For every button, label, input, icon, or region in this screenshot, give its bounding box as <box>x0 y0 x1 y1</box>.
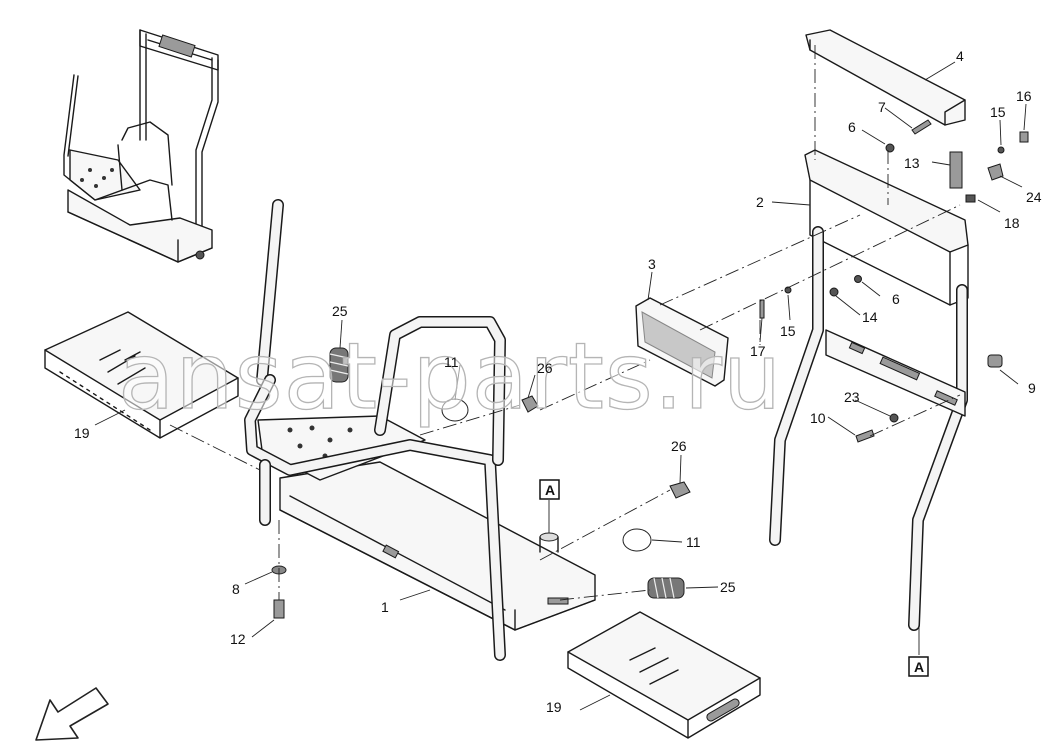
washer-23 <box>889 413 899 423</box>
callout-24: 24 <box>1026 189 1042 205</box>
callout-19-lower: 19 <box>546 699 562 715</box>
bolt-7 <box>911 119 932 135</box>
svg-text:A: A <box>914 659 924 675</box>
leader-lines <box>94 61 1027 711</box>
callout-11-top: 11 <box>444 354 459 370</box>
callout-9: 9 <box>1028 380 1036 396</box>
backrest-panel <box>804 149 969 253</box>
bolt-17 <box>759 299 765 319</box>
washer-15-top <box>997 146 1005 154</box>
callout-10: 10 <box>810 410 826 426</box>
washer-6-mid <box>854 275 862 283</box>
assembled-inset-view <box>63 29 219 263</box>
step-plate-19-lower <box>567 611 761 739</box>
callout-15-top: 15 <box>990 104 1006 120</box>
padlock-24 <box>987 163 1004 181</box>
callout-1: 1 <box>381 599 389 615</box>
callout-3: 3 <box>648 256 656 272</box>
front-direction-arrow-icon <box>35 687 109 741</box>
callout-15-mid: 15 <box>780 323 796 339</box>
bolt-12 <box>273 599 285 619</box>
nut-14 <box>829 287 839 297</box>
end-cap-9 <box>987 354 1003 368</box>
callout-25-lower: 25 <box>720 579 736 595</box>
nut-18 <box>965 194 976 203</box>
nut-16 <box>1019 131 1029 143</box>
callout-13: 13 <box>904 155 920 171</box>
callout-7: 7 <box>878 99 886 115</box>
callout-11-lower: 11 <box>686 534 701 550</box>
callout-labels: 1 2 3 4 6 6 7 8 9 10 11 11 12 13 14 15 1… <box>74 48 1042 715</box>
backrest-assembly <box>635 29 1029 631</box>
watermark-text: ansat-parts.ru <box>118 323 782 430</box>
alignment-lines <box>169 45 961 601</box>
disc-11-lower <box>622 528 652 552</box>
callout-14: 14 <box>862 309 878 325</box>
callout-18: 18 <box>1004 215 1020 231</box>
bolt-10 <box>855 429 875 443</box>
callout-26-top: 26 <box>537 360 553 376</box>
svg-text:A: A <box>545 482 555 498</box>
callout-12: 12 <box>230 631 246 647</box>
callout-17: 17 <box>750 343 766 359</box>
callout-23: 23 <box>844 389 860 405</box>
callout-19-left: 19 <box>74 425 90 441</box>
reference-marker-a-bottom: A <box>908 656 929 677</box>
seat-frame-assembly <box>244 199 691 661</box>
callout-6-top: 6 <box>848 119 856 135</box>
reference-marker-a-top: A <box>539 479 560 500</box>
callout-4: 4 <box>956 48 964 64</box>
callout-26-lower: 26 <box>671 438 687 454</box>
step-plate-19-left <box>44 311 239 439</box>
callout-16: 16 <box>1016 88 1032 104</box>
callout-6-mid: 6 <box>892 291 900 307</box>
spring-25-top <box>329 347 349 383</box>
washer-15-mid <box>784 286 792 294</box>
callout-25-top: 25 <box>332 303 348 319</box>
wing-bolt-26-lower <box>669 481 691 499</box>
callout-2: 2 <box>756 194 764 210</box>
latch-13 <box>949 151 963 189</box>
callout-8: 8 <box>232 581 240 597</box>
spring-25-lower <box>647 577 685 599</box>
washer-6-top <box>885 143 895 153</box>
